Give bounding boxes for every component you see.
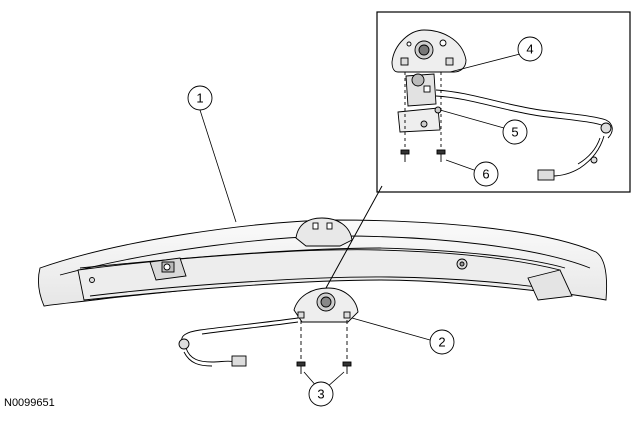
camera-bracket-detail (391, 29, 467, 150)
wiring-harness-inset (435, 89, 613, 181)
callout-6: 6 (473, 161, 499, 187)
screws-lower (296, 320, 352, 374)
wiring-harness-lower (178, 317, 299, 367)
svg-text:4: 4 (526, 42, 533, 57)
camera-housing-lower (293, 287, 359, 323)
screws-inset (400, 149, 446, 162)
callout-4: 4 (517, 36, 543, 62)
liftgate-trim-panel (37, 217, 607, 307)
svg-text:1: 1 (196, 91, 203, 106)
svg-text:3: 3 (317, 387, 324, 402)
callout-1: 1 (187, 85, 213, 111)
svg-text:2: 2 (438, 335, 445, 350)
svg-text:5: 5 (511, 125, 518, 140)
figure-id-label: N0099651 (4, 397, 55, 409)
svg-text:6: 6 (482, 167, 489, 182)
callout-5: 5 (502, 119, 528, 145)
callout-2: 2 (429, 329, 455, 355)
inset-pointer-line (325, 185, 383, 289)
callout-3: 3 (308, 381, 334, 407)
